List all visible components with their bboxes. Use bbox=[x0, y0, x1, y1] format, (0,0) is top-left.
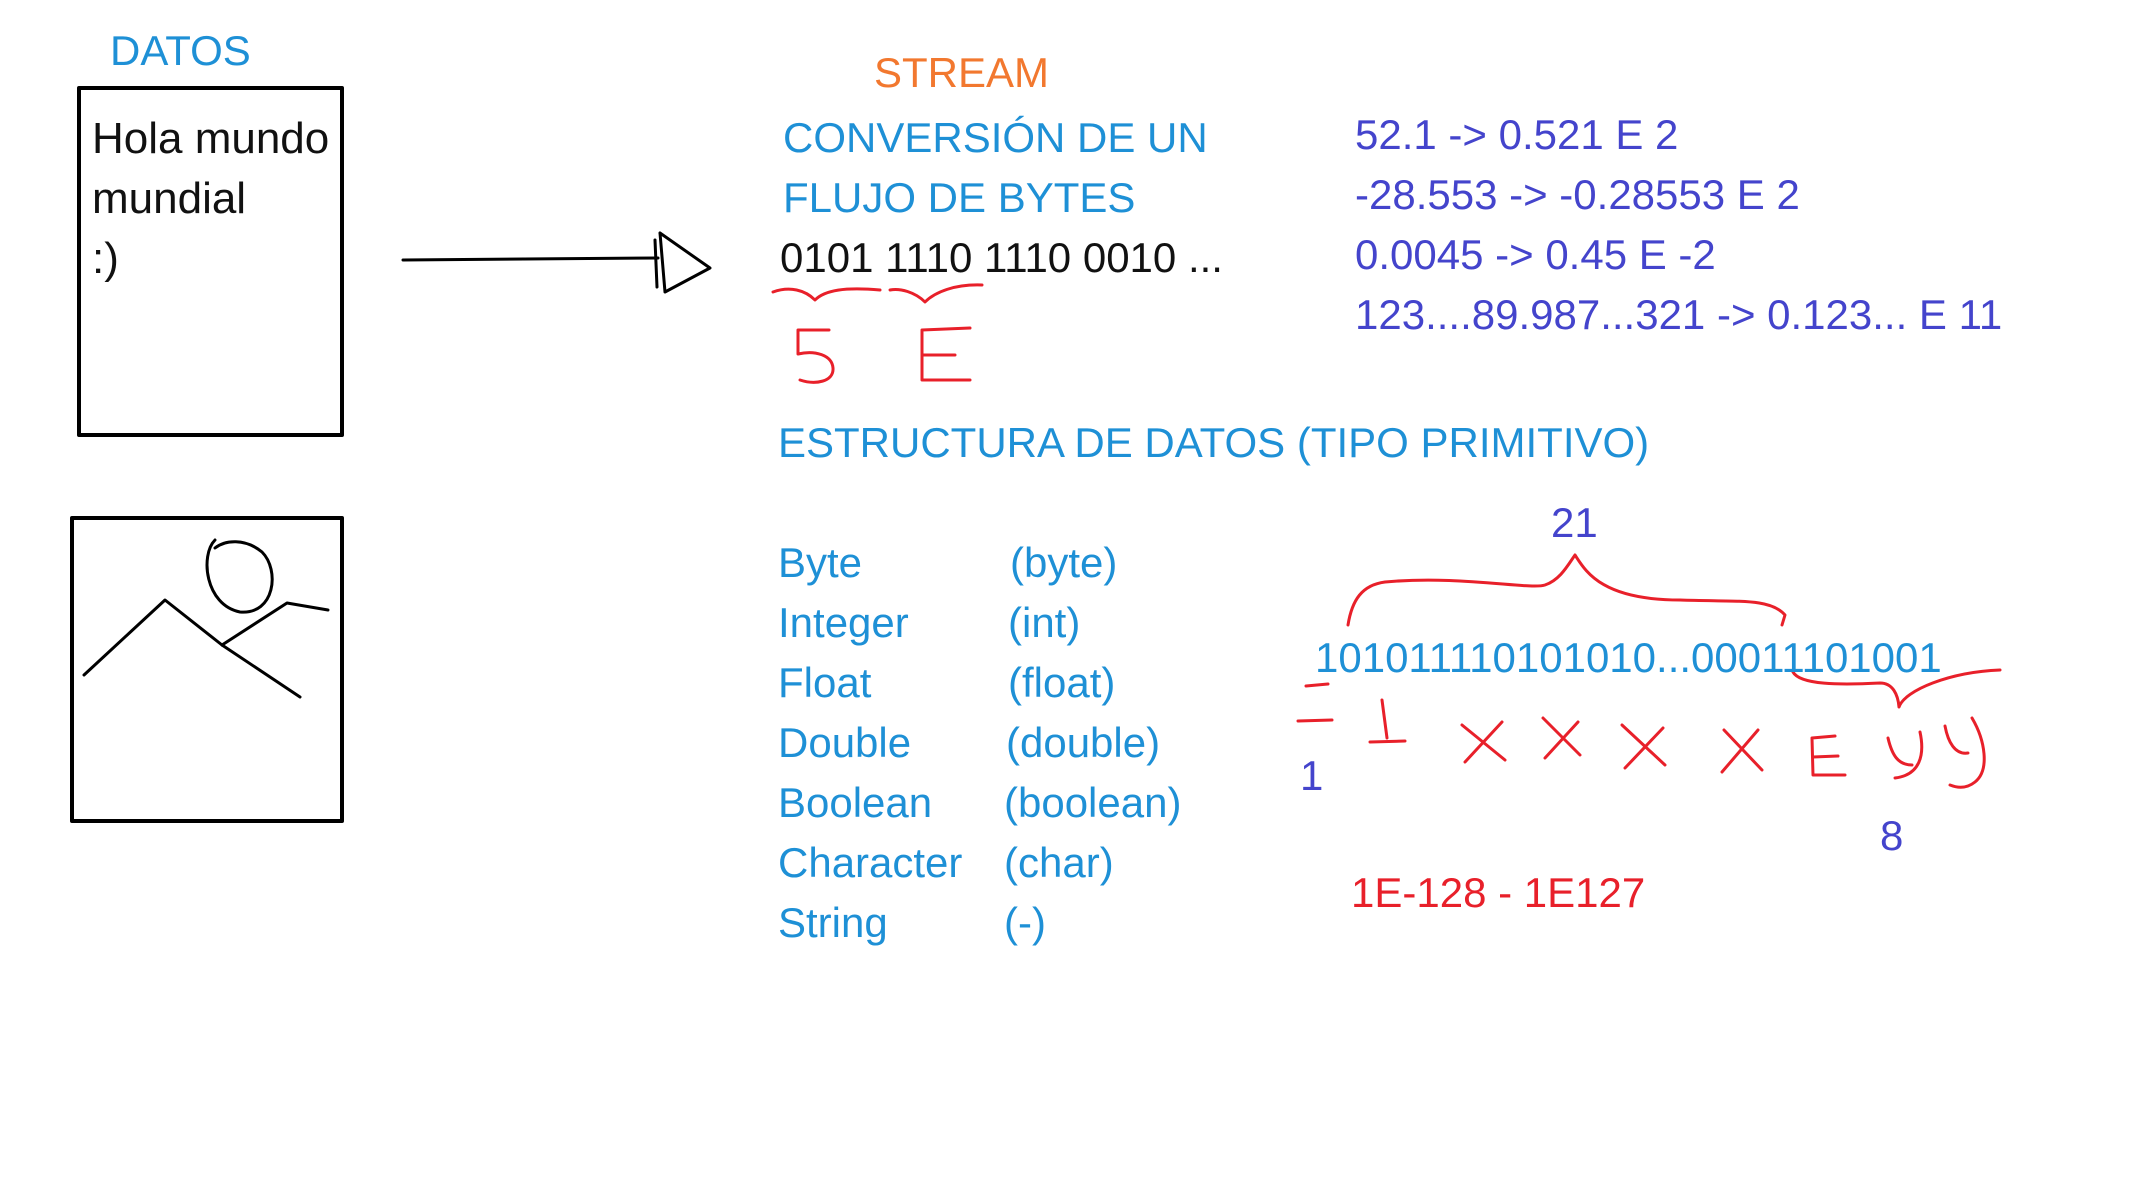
bit-stream: 0101 1110 1110 0010 ... bbox=[780, 234, 1223, 281]
example-line-1: 52.1 -> 0.521 E 2 bbox=[1355, 111, 1679, 158]
exponent-brace bbox=[1791, 668, 2002, 709]
type-name: Byte bbox=[778, 539, 863, 586]
exponent-bit-count: 8 bbox=[1880, 812, 1904, 859]
type-keyword: (boolean) bbox=[1004, 779, 1182, 826]
stream-subtitle-line-2: FLUJO DE BYTES bbox=[783, 174, 1136, 221]
text-box-line-1: Hola mundo bbox=[92, 114, 330, 163]
leading-one-glyph bbox=[1368, 698, 1407, 744]
exponent-e-glyph bbox=[1810, 734, 1847, 777]
type-name: Float bbox=[778, 659, 872, 706]
sign-bit-marks bbox=[1296, 682, 1334, 723]
type-keyword: (char) bbox=[1004, 839, 1114, 886]
type-keyword: (double) bbox=[1006, 719, 1161, 766]
image-data-box bbox=[70, 516, 344, 823]
type-keyword: (byte) bbox=[1010, 539, 1118, 586]
type-keyword: (int) bbox=[1008, 599, 1081, 646]
hex-e-glyph bbox=[920, 326, 972, 382]
float-bit-string: 101011110101010...00011101001 bbox=[1315, 634, 1942, 681]
mantissa-bit-count: 21 bbox=[1551, 499, 1598, 546]
example-line-2: -28.553 -> -0.28553 E 2 bbox=[1355, 171, 1800, 218]
type-name: Integer bbox=[778, 599, 909, 646]
text-data-box bbox=[77, 86, 344, 437]
type-name: Character bbox=[778, 839, 963, 886]
mountain-sketch-icon bbox=[82, 538, 330, 699]
bit-group-braces bbox=[771, 283, 984, 304]
hex-five-glyph bbox=[796, 328, 835, 384]
stream-title: STREAM bbox=[874, 49, 1050, 96]
mantissa-x-marks bbox=[1460, 716, 1764, 774]
datos-label: DATOS bbox=[110, 27, 251, 74]
example-line-4: 123....89.987...321 -> 0.123... E 11 bbox=[1355, 291, 2003, 338]
type-keyword: (-) bbox=[1004, 899, 1046, 946]
text-box-line-2: mundial bbox=[92, 174, 247, 223]
arrow-icon bbox=[401, 231, 712, 294]
stream-subtitle-line-1: CONVERSIÓN DE UN bbox=[783, 114, 1208, 161]
type-keyword: (float) bbox=[1008, 659, 1116, 706]
mantissa-brace bbox=[1346, 553, 1787, 627]
example-line-3: 0.0045 -> 0.45 E -2 bbox=[1355, 231, 1716, 278]
text-box-line-3: :) bbox=[92, 234, 119, 283]
sign-bit-count: 1 bbox=[1300, 752, 1324, 799]
type-name: String bbox=[778, 899, 888, 946]
float-range: 1E-128 - 1E127 bbox=[1351, 869, 1646, 916]
structures-heading: ESTRUCTURA DE DATOS (TIPO PRIMITIVO) bbox=[778, 419, 1650, 466]
exponent-y-glyphs bbox=[1886, 716, 1986, 789]
type-name: Double bbox=[778, 719, 912, 766]
type-name: Boolean bbox=[778, 779, 933, 826]
